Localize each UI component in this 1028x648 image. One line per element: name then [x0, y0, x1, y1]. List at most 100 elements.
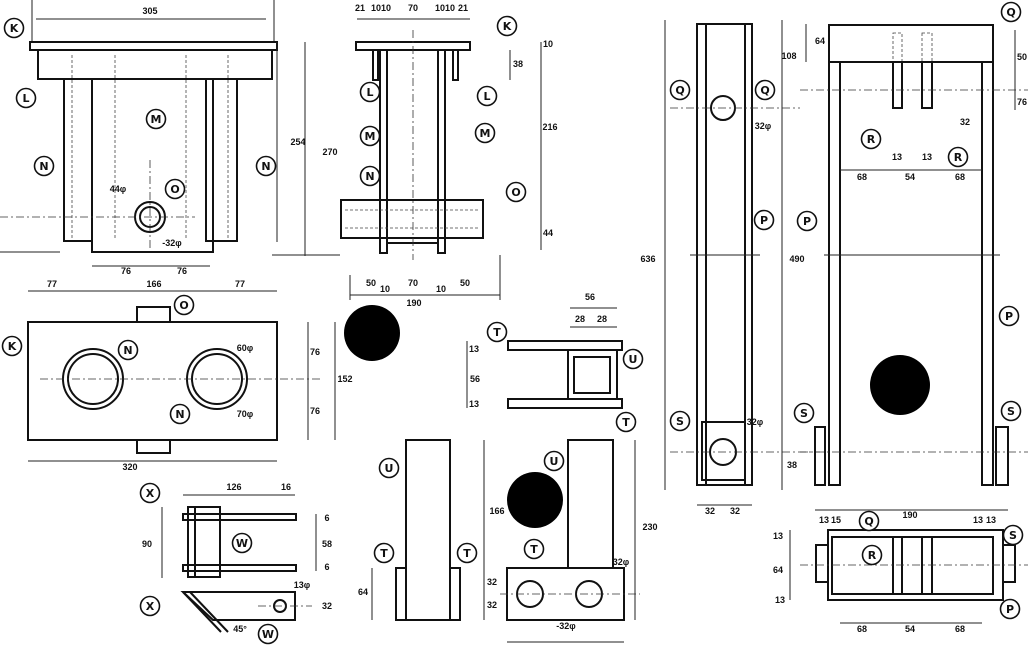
- bracket-part-views: [161, 494, 317, 633]
- dimension-label: 10: [543, 39, 553, 49]
- dimension-label: 70: [408, 3, 418, 13]
- dimension-label: 68: [955, 172, 965, 182]
- part-callout: N: [117, 339, 139, 361]
- callout-circle: [669, 79, 691, 101]
- dimension-label: 32: [487, 600, 497, 610]
- dimension-label: 28: [597, 314, 607, 324]
- fig5-plan-view: [466, 307, 623, 409]
- dimension-label: 76: [177, 266, 187, 276]
- callout-circle: [1000, 400, 1022, 422]
- dimension-label: 126: [226, 482, 241, 492]
- dimension-label: 10: [371, 3, 381, 13]
- part-callout: S: [1002, 524, 1024, 546]
- part-callout: X: [139, 595, 161, 617]
- part-callout: P: [796, 210, 818, 232]
- callout-circle: [486, 321, 508, 343]
- dimension-label: 76: [310, 347, 320, 357]
- callout-circle: [15, 87, 37, 109]
- dimension-label: 76: [310, 406, 320, 416]
- callout-letter: K: [10, 22, 19, 35]
- fig4-plan-view: [789, 529, 1028, 624]
- callout-letter: S: [800, 407, 808, 420]
- callout-letter: X: [146, 487, 155, 500]
- dimension-label: 490: [789, 254, 804, 264]
- callout-letter: N: [123, 344, 132, 357]
- callout-circle: [474, 122, 496, 144]
- fig4-side-elevation: [664, 20, 820, 506]
- dimension-label: 16: [281, 482, 291, 492]
- figure-number: 3: [344, 305, 400, 362]
- callout-letter: R: [868, 549, 877, 562]
- callout-circle: [543, 450, 565, 472]
- dimension-label: 190: [902, 510, 917, 520]
- callout-circle: [139, 482, 161, 504]
- callout-letter: P: [760, 214, 768, 227]
- dimension-label: 38: [787, 460, 797, 470]
- callout-letter: L: [366, 86, 373, 99]
- dimension-label: 13: [986, 515, 996, 525]
- callout-circle: [1, 335, 23, 357]
- dimension-label: 190: [406, 298, 421, 308]
- dimension-label: 77: [47, 279, 57, 289]
- callout-circle: [139, 595, 161, 617]
- part-callout: T: [615, 411, 637, 433]
- callout-letter: T: [380, 547, 388, 560]
- part-callout: T: [456, 542, 478, 564]
- dimension-label: 38: [513, 59, 523, 69]
- callout-letter: T: [463, 547, 471, 560]
- callout-circle: [231, 532, 253, 554]
- callout-letter: N: [39, 160, 48, 173]
- dimension-label: 15: [831, 515, 841, 525]
- part-callout: W: [231, 532, 253, 554]
- part-callout: U: [543, 450, 565, 472]
- callout-letter: M: [365, 130, 376, 143]
- dimension-label: 270: [322, 147, 337, 157]
- callout-letter: K: [8, 340, 17, 353]
- callout-letter: U: [629, 353, 638, 366]
- callout-circle: [796, 210, 818, 232]
- figure-number-circle: [870, 355, 930, 415]
- callout-letter: U: [385, 462, 394, 475]
- dimension-label: 68: [857, 624, 867, 634]
- callout-letter: W: [262, 628, 274, 641]
- dimension-label: 13: [773, 531, 783, 541]
- dimension-label: 13: [922, 152, 932, 162]
- part-callout: R: [861, 544, 883, 566]
- callout-letter: S: [1009, 529, 1017, 542]
- dimension-label: 68: [857, 172, 867, 182]
- callout-circle: [456, 542, 478, 564]
- part-callout: Q: [669, 79, 691, 101]
- fig3-front-elevation: [0, 0, 340, 267]
- callout-letter: S: [676, 415, 684, 428]
- dimension-label: 64: [773, 565, 783, 575]
- dimension-label: 13: [892, 152, 902, 162]
- callout-letter: L: [483, 90, 490, 103]
- dimension-label: 6: [324, 562, 329, 572]
- figure-number-circle: [507, 472, 563, 528]
- figure-number-circle: [344, 305, 400, 361]
- callout-circle: [754, 79, 776, 101]
- dimension-label: 76: [121, 266, 131, 276]
- fig3-side-elevation: [340, 18, 542, 300]
- part-callout: O: [164, 178, 186, 200]
- callout-circle: [622, 348, 644, 370]
- dimension-label: 13: [469, 344, 479, 354]
- callout-circle: [753, 209, 775, 231]
- part-callout: K: [496, 15, 518, 37]
- figure-number: 5: [507, 472, 563, 529]
- part-callout: N: [169, 403, 191, 425]
- callout-letter: Q: [1006, 6, 1015, 19]
- dimension-label: 50: [366, 278, 376, 288]
- callout-circle: [3, 17, 25, 39]
- dimension-label: 44: [543, 228, 553, 238]
- dimension-label: 32φ: [747, 417, 764, 427]
- callout-letter: R: [867, 133, 876, 146]
- part-callout: S: [669, 410, 691, 432]
- callout-circle: [1002, 524, 1024, 546]
- dimension-label: 32φ: [755, 121, 772, 131]
- dimension-label: 32: [705, 506, 715, 516]
- dimension-label: 64: [358, 587, 368, 597]
- part-callout: P: [999, 598, 1021, 620]
- dimension-label: 305: [142, 6, 157, 16]
